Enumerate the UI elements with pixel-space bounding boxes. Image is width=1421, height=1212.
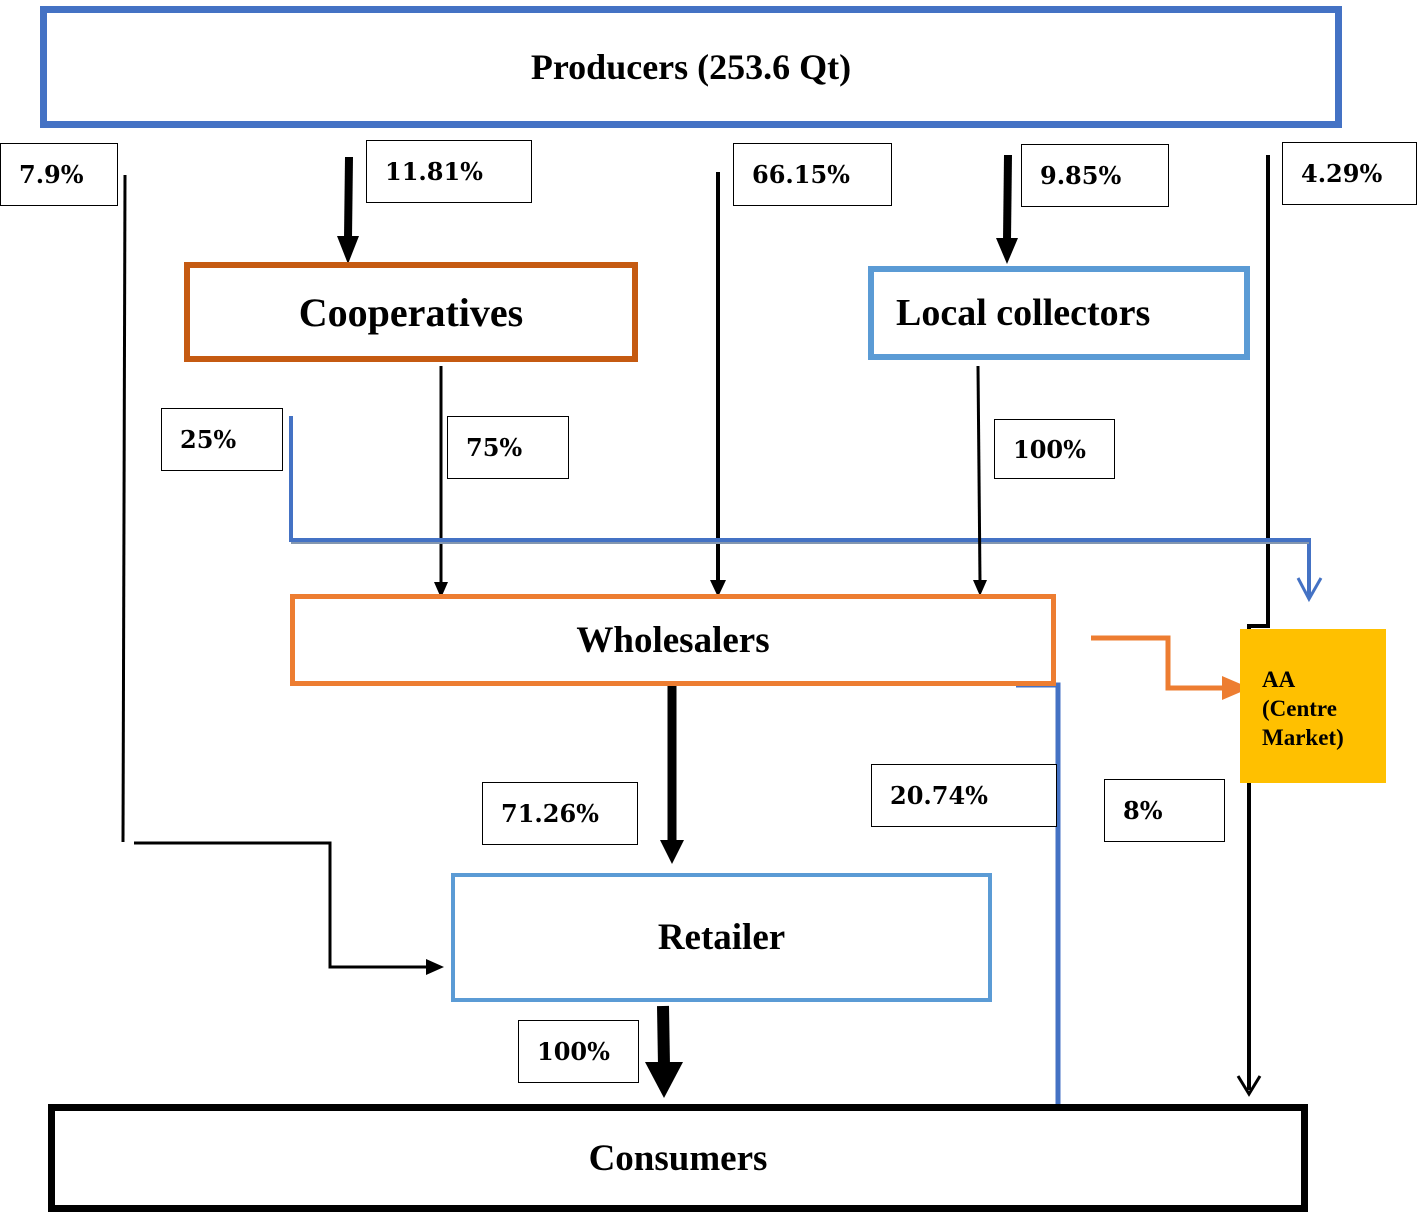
pct-cooperatives-to-wholesalers: 75% bbox=[447, 416, 569, 479]
flow-producers-to-consumers bbox=[121, 174, 444, 975]
local-collectors-label: Local collectors bbox=[896, 292, 1151, 334]
retailer-node: Retailer bbox=[451, 873, 992, 1002]
wholesalers-label: Wholesalers bbox=[576, 619, 770, 661]
aa-market-label-line2: (Centre bbox=[1262, 696, 1337, 721]
pct-retailer-to-consumers: 100% bbox=[518, 1020, 639, 1083]
pct-producers-to-aa-market: 4.29% bbox=[1282, 142, 1417, 205]
cooperatives-node: Cooperatives bbox=[184, 262, 638, 362]
producers-label: Producers (253.6 Qt) bbox=[530, 47, 852, 87]
flow-cooperatives-to-aa-market bbox=[289, 416, 1323, 603]
pct-local-collectors-to-wholesalers: 100% bbox=[994, 419, 1115, 479]
flow-producers-to-local-collectors bbox=[996, 154, 1018, 264]
aa-centre-market-node: AA (Centre Market) bbox=[1240, 629, 1386, 783]
aa-market-label-line1: AA bbox=[1262, 667, 1296, 692]
pct-wholesalers-to-aa-market: 8% bbox=[1104, 779, 1225, 842]
flow-producers-to-aa-market bbox=[1236, 155, 1270, 1097]
flow-wholesalers-to-retailer bbox=[660, 680, 684, 864]
flow-retailer-to-consumers bbox=[645, 1005, 683, 1098]
cooperatives-label: Cooperatives bbox=[298, 289, 524, 335]
aa-market-label-line3: Market) bbox=[1262, 725, 1344, 750]
flow-producers-to-wholesalers bbox=[710, 172, 726, 597]
producers-node: Producers (253.6 Qt) bbox=[40, 6, 1342, 128]
pct-producers-to-consumers: 7.9% bbox=[0, 143, 118, 206]
flow-local-collectors-to-wholesalers bbox=[973, 365, 987, 596]
pct-wholesalers-to-retailer: 71.26% bbox=[482, 782, 638, 845]
flow-wholesalers-to-aa-market bbox=[1091, 635, 1250, 700]
pct-producers-to-cooperatives: 11.81% bbox=[366, 140, 532, 203]
wholesalers-node: Wholesalers bbox=[290, 594, 1056, 686]
flow-producers-to-cooperatives bbox=[337, 156, 359, 264]
flow-cooperatives-to-wholesalers bbox=[434, 366, 448, 598]
pct-producers-to-local-collectors: 9.85% bbox=[1021, 144, 1169, 207]
retailer-label: Retailer bbox=[657, 917, 786, 958]
local-collectors-node: Local collectors bbox=[868, 266, 1250, 360]
pct-cooperatives-to-aa-market: 25% bbox=[161, 408, 283, 471]
consumers-node: Consumers bbox=[48, 1104, 1308, 1212]
pct-producers-to-wholesalers: 66.15% bbox=[733, 143, 892, 206]
consumers-label: Consumers bbox=[588, 1137, 768, 1179]
pct-wholesalers-to-consumers: 20.74% bbox=[871, 764, 1057, 827]
flow-wholesalers-to-consumers bbox=[1016, 682, 1061, 1136]
